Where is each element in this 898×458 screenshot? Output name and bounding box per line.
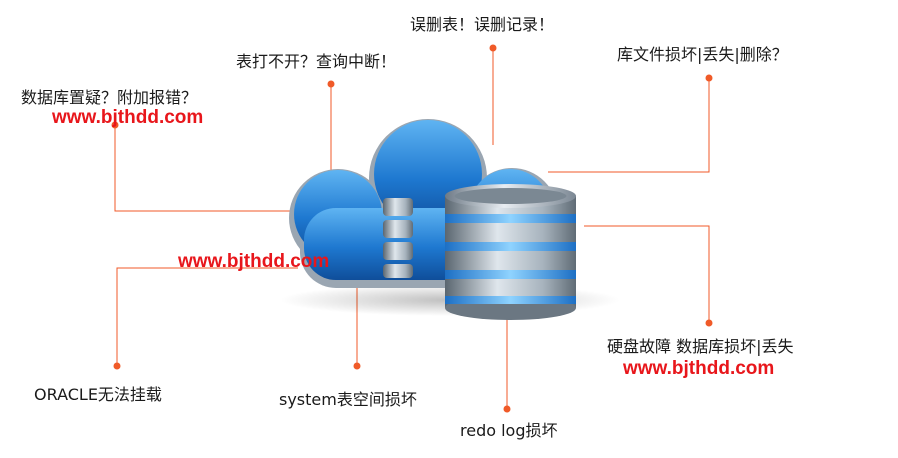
- watermark-url-center: www.bjthdd.com: [178, 251, 330, 272]
- connector-upper-left: [114, 125, 292, 212]
- connector-lower-right: [584, 225, 710, 323]
- database-cylinder: [445, 184, 576, 320]
- dot-bottom-left: [113, 362, 121, 370]
- watermark-url-upper-left: www.bjthdd.com: [52, 107, 204, 128]
- dot-lower-right: [705, 319, 713, 327]
- label-system-tablespace: system表空间损坏: [279, 390, 417, 409]
- connector-dots: [111, 44, 713, 413]
- label-disk-failure: 硬盘故障 数据库损坏|丢失: [607, 337, 794, 356]
- dot-bottom-mid: [353, 362, 361, 370]
- label-db-suspect: 数据库置疑？附加报错？: [21, 88, 198, 107]
- dot-top-right: [705, 74, 713, 82]
- watermark-url-lower-right: www.bjthdd.com: [623, 358, 775, 379]
- label-table-open-fail: 表打不开？查询中断！: [236, 52, 397, 71]
- label-accidental-delete: 误删表！误删记录！: [410, 15, 555, 34]
- label-redo-log: redo log损坏: [460, 421, 558, 440]
- dot-top-center: [489, 44, 497, 52]
- cloud-disk-stack: [383, 198, 413, 278]
- dot-bottom-center: [503, 405, 511, 413]
- cloud-database-illustration: [280, 119, 620, 320]
- connector-bottom-left: [116, 267, 298, 366]
- dot-upper-mid: [327, 80, 335, 88]
- label-oracle-mount: ORACLE无法挂载: [34, 385, 162, 404]
- connector-lines: [114, 48, 710, 409]
- connector-top-right: [548, 78, 710, 173]
- dot-upper-left: [111, 121, 119, 129]
- label-file-damage: 库文件损坏|丢失|删除？: [617, 45, 788, 64]
